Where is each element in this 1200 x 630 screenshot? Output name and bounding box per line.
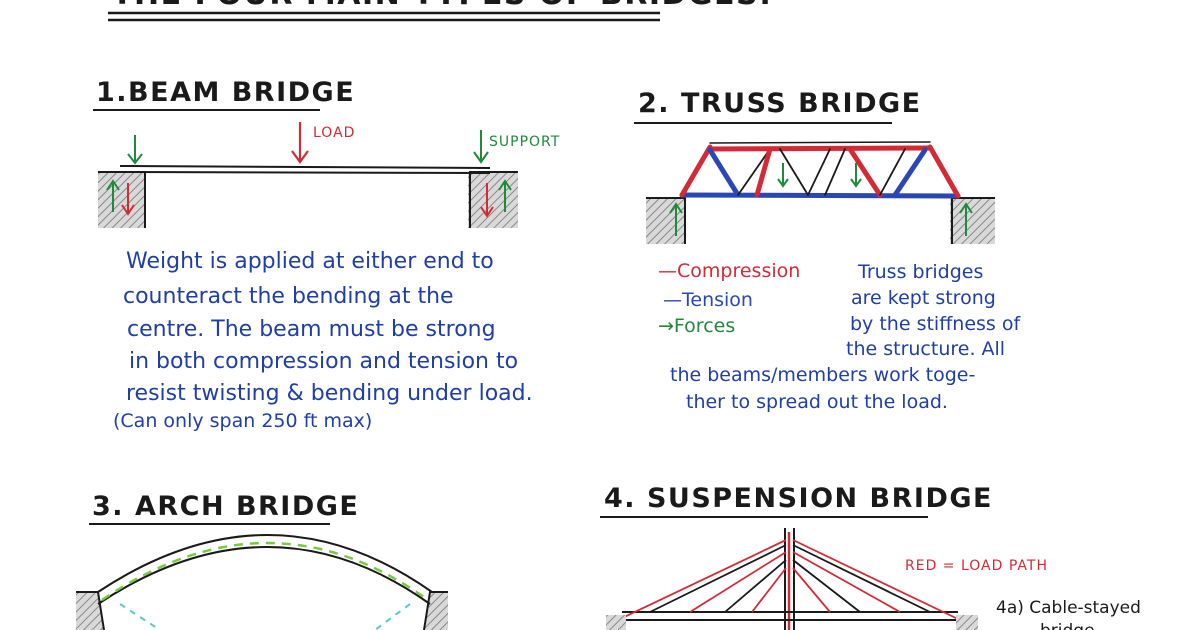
cable-stayed-label-line-2: bridge xyxy=(1040,621,1095,630)
truss-force-arrows xyxy=(669,163,973,236)
beam-desc-line-1: Weight is applied at either end to xyxy=(126,249,494,274)
truss-desc2-line-2: ther to spread out the load. xyxy=(686,391,948,413)
load-label: LOAD xyxy=(313,125,355,141)
support-arrow-right xyxy=(473,130,489,164)
load-arrow xyxy=(291,122,309,164)
reaction-arrows-left xyxy=(106,179,135,216)
beam-bridge-section: 1.BEAM BRIDGE LOAD SUPPOR xyxy=(93,77,560,432)
cable-stayed-label-line-1: 4a) Cable-stayed xyxy=(996,598,1141,618)
legend-forces: →Forces xyxy=(658,315,735,337)
truss-right-pier xyxy=(950,197,995,244)
truss-heading: 2. TRUSS BRIDGE xyxy=(638,88,922,119)
suspension-left-pier xyxy=(606,615,626,630)
truss-desc2-line-1: the beams/members work toge- xyxy=(670,364,975,386)
arch-bridge-section: 3. ARCH BRIDGE xyxy=(76,491,448,630)
page-title: THE FOUR MAIN TYPES OF BRIDGES: xyxy=(112,0,773,12)
arch-force-lines xyxy=(119,603,411,630)
stay-cables xyxy=(617,539,961,621)
truss-frame xyxy=(679,141,961,199)
arch-left-abutment xyxy=(76,591,105,630)
truss-desc-line-1: Truss bridges xyxy=(857,261,983,283)
truss-desc-line-4: the structure. All xyxy=(846,338,1005,360)
beam-deck xyxy=(119,165,491,174)
truss-desc-line-2: are kept strong xyxy=(851,287,996,309)
cable-stayed-pylon xyxy=(784,528,795,630)
suspension-bridge-section: 4. SUSPENSION BRIDGE RED = LOAD PATH xyxy=(600,483,1141,630)
beam-desc-line-3: centre. The beam must be strong xyxy=(127,317,496,342)
beam-span-note: (Can only span 250 ft max) xyxy=(113,410,372,432)
suspension-right-pier xyxy=(956,615,978,630)
beam-desc-line-4: in both compression and tension to xyxy=(129,349,518,374)
suspension-deck xyxy=(622,611,958,621)
beam-left-pier xyxy=(98,171,146,228)
beam-heading: 1.BEAM BRIDGE xyxy=(96,77,355,108)
beam-desc-line-5: resist twisting & bending under load. xyxy=(126,381,533,406)
arch-right-abutment xyxy=(423,591,448,630)
suspension-heading: 4. SUSPENSION BRIDGE xyxy=(604,483,993,514)
legend-tension: —Tension xyxy=(663,289,753,311)
beam-desc-line-2: counteract the bending at the xyxy=(123,284,454,309)
truss-left-pier xyxy=(646,197,686,244)
beam-right-pier xyxy=(468,171,518,228)
truss-desc-line-3: by the stiffness of xyxy=(850,313,1021,335)
support-arrow-left xyxy=(127,135,143,165)
arch-span xyxy=(97,534,433,605)
red-load-path-note: RED = LOAD PATH xyxy=(905,558,1048,574)
truss-bridge-section: 2. TRUSS BRIDGE xyxy=(634,88,1021,413)
reaction-arrows-right xyxy=(480,179,512,218)
support-label: SUPPORT xyxy=(489,134,560,150)
arch-heading: 3. ARCH BRIDGE xyxy=(92,491,359,522)
legend-compression: —Compression xyxy=(658,260,800,282)
